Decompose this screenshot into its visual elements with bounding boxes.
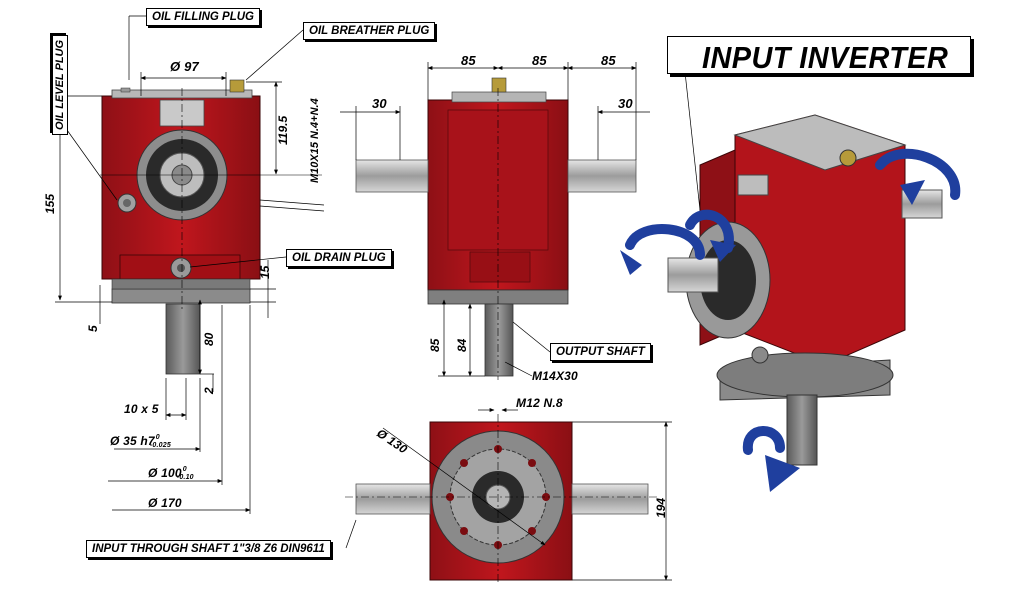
- dim-d170: Ø 170: [148, 496, 182, 510]
- dim-d100-value: Ø 100: [148, 466, 182, 480]
- dim-194: 194: [654, 497, 668, 518]
- bottom-view: [345, 414, 660, 585]
- dim-85-right: 85: [601, 53, 616, 68]
- input-shaft-callout: INPUT THROUGH SHAFT 1"3/8 Z6 DIN9611: [86, 540, 331, 558]
- dim-d35: Ø 35 h70-0.025: [110, 434, 171, 449]
- dim-84-height: 84: [455, 338, 469, 352]
- dim-85-mid: 85: [532, 53, 547, 68]
- bottom-view-dimensions: [345, 408, 672, 581]
- oil-filling-plug-callout: OIL FILLING PLUG: [146, 8, 261, 26]
- dim-d35-tol-up: 0: [155, 434, 160, 441]
- dim-85-left: 85: [461, 53, 476, 68]
- dim-d97: Ø 97: [170, 59, 199, 74]
- dim-m14: M14X30: [532, 369, 578, 383]
- oil-level-plug-callout: OIL LEVEL PLUG: [52, 34, 68, 135]
- oil-breather-plug-callout: OIL BREATHER PLUG: [303, 22, 436, 40]
- dim-2: 2: [202, 387, 216, 394]
- dim-30-left: 30: [372, 96, 387, 111]
- dim-m10: M10X15 N.4+N.4: [309, 98, 321, 183]
- output-shaft-callout: OUTPUT SHAFT: [550, 343, 651, 361]
- dim-d100: Ø 1000-0.10: [148, 466, 194, 481]
- side-view-dimensions: [340, 62, 650, 377]
- isometric-view: [620, 71, 961, 492]
- dim-d100-tol-up: 0: [182, 466, 187, 473]
- oil-drain-plug-callout: OIL DRAIN PLUG: [286, 249, 392, 267]
- dim-30-right: 30: [618, 96, 633, 111]
- dim-15: 15: [258, 265, 272, 279]
- dim-85-height: 85: [428, 338, 442, 352]
- dim-d100-tol-low: -0.10: [176, 474, 194, 481]
- front-view-dimensions: [55, 15, 325, 514]
- dim-d35-value: Ø 35 h7: [110, 434, 155, 448]
- title-box: INPUT INVERTER: [667, 36, 971, 75]
- side-view: [355, 77, 637, 380]
- dim-d35-tol-low: -0.025: [149, 442, 171, 449]
- dim-m12: M12 N.8: [516, 396, 563, 410]
- dim-80: 80: [202, 332, 216, 346]
- title-text: INPUT INVERTER: [702, 40, 949, 75]
- dim-5: 5: [86, 325, 100, 332]
- dim-key: 10 x 5: [124, 402, 159, 416]
- dim-119-5: 119.5: [276, 115, 290, 145]
- dim-155: 155: [43, 193, 57, 214]
